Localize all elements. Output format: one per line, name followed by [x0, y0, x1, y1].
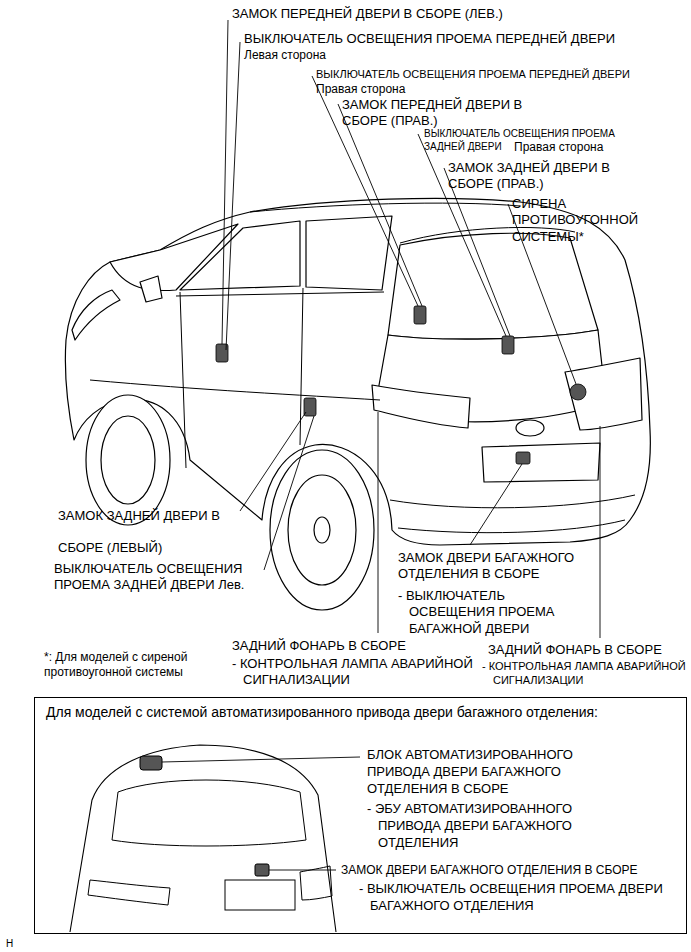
right-tail-lamp	[565, 358, 642, 430]
headlamp	[72, 290, 120, 340]
inset-tail-lamp	[88, 880, 170, 905]
components	[216, 306, 586, 464]
belt-line	[176, 292, 384, 296]
inset-panel: Для моделей с системой автоматизированно…	[34, 697, 687, 934]
license-plate-area	[482, 443, 600, 482]
inset-leader	[269, 870, 336, 871]
part-label: ЗАМОК ПЕРЕДНЕЙ ДВЕРИ В СБОРЕ (ЛЕВ.)	[232, 6, 652, 22]
part-label: СИРЕНА ПРОТИВОУГОННОЙ СИСТЕМЫ*	[512, 196, 652, 245]
leader	[600, 426, 601, 638]
inset-actuator	[140, 756, 162, 770]
part-label: - КОНТРОЛЬНАЯ ЛАМПА АВАРИЙНОЙ СИГНАЛИЗАЦ…	[482, 660, 688, 688]
rear-door-line	[300, 288, 303, 445]
rear-glass	[388, 233, 598, 339]
part-label: БЛОК АВТОМАТИЗИРОВАННОГО ПРИВОДА ДВЕРИ Б…	[367, 747, 607, 798]
part-label: - ВЫКЛЮЧАТЕЛЬ ОСВЕЩЕНИЯ ПРОЕМА БАГАЖНОЙ …	[398, 588, 589, 637]
front-wheel	[86, 395, 170, 525]
inset-tail-lamp	[300, 866, 332, 900]
bumper-lower	[398, 520, 625, 533]
inset-leader	[162, 757, 360, 762]
part-label: ЗАМОК ПЕРЕДНЕЙ ДВЕРИ В СБОРЕ (ПРАВ.)	[342, 97, 542, 130]
part-label: ВЫКЛЮЧАТЕЛЬ ОСВЕЩЕНИЯ ПРОЕМА ЗАДНЕЙ ДВЕР…	[54, 561, 262, 594]
front-door-line	[180, 292, 186, 468]
siren	[570, 384, 586, 400]
lock-rear-left	[304, 398, 316, 416]
figure-code: H	[6, 938, 36, 951]
side-note: Левая сторона	[244, 48, 444, 63]
rear-rim	[288, 475, 356, 585]
inset-heading: Для моделей с системой автоматизированно…	[46, 703, 676, 721]
footnote: *: Для моделей с сиреной противоугонной …	[44, 650, 220, 680]
inset-rear-glass	[112, 780, 306, 846]
rear-hub	[314, 517, 330, 543]
leader	[222, 20, 228, 344]
inset-plate	[225, 880, 295, 910]
part-label: ЗАДНИЙ ФОНАРЬ В СБОРЕ	[488, 642, 688, 658]
part-label: ЗАМОК ЗАДНЕЙ ДВЕРИ В СБОРЕ (ПРАВ.)	[448, 160, 648, 193]
part-label: ВЫКЛЮЧАТЕЛЬ ОСВЕЩЕНИЯ ПРОЕМА ПЕРЕДНЕЙ ДВ…	[316, 68, 686, 82]
leader-lines	[222, 20, 600, 638]
leader	[378, 412, 379, 633]
side-note: Правая сторона	[514, 140, 684, 155]
part-label: ЗАМОК ДВЕРИ БАГАЖНОГО ОТДЕЛЕНИЯ В СБОРЕ	[398, 550, 596, 583]
lock-front-right	[414, 306, 426, 324]
inset-lock	[255, 864, 269, 876]
leader	[444, 168, 510, 336]
part-label: ЗАМОК ЗАДНЕЙ ДВЕРИ В СБОРЕ (ЛЕВЫЙ)	[58, 500, 236, 564]
front-rim	[101, 416, 155, 504]
left-tail-lamp	[372, 385, 470, 428]
front-side-window	[180, 221, 300, 290]
leader	[470, 464, 522, 545]
rear-side-window	[306, 216, 392, 290]
leader	[226, 42, 240, 350]
emblem	[516, 420, 544, 436]
part-label: ВЫКЛЮЧАТЕЛЬ ОСВЕЩЕНИЯ ПРОЕМА ПЕРЕДНЕЙ ДВ…	[244, 31, 684, 47]
inset-illustration	[70, 745, 360, 932]
part-label: - ЭБУ АВТОМАТИЗИРОВАННОГО ПРИВОДА ДВЕРИ …	[367, 801, 618, 852]
side-note: Правая сторона	[316, 82, 516, 97]
rear-wheel	[270, 450, 374, 610]
tailgate-lock	[516, 452, 530, 464]
inset-body	[70, 745, 336, 932]
part-label: - ВЫКЛЮЧАТЕЛЬ ОСВЕЩЕНИЯ ПРОЕМА ДВЕРИ БАГ…	[359, 881, 670, 915]
roof-rail	[250, 203, 520, 212]
bumper-line	[390, 495, 635, 508]
mirror	[140, 276, 162, 302]
part-label: ЗАДНИЙ ФОНАРЬ В СБОРЕ	[232, 638, 482, 654]
leader	[264, 416, 314, 570]
part-label: - КОНТРОЛЬНАЯ ЛАМПА АВАРИЙНОЙ СИГНАЛИЗАЦ…	[232, 656, 493, 689]
part-label: ЗАМОК ДВЕРИ БАГАЖНОГО ОТДЕЛЕНИЯ В СБОРЕ	[341, 863, 681, 879]
leader	[240, 412, 306, 511]
lock-rear-right	[502, 336, 514, 354]
leader	[338, 104, 422, 306]
